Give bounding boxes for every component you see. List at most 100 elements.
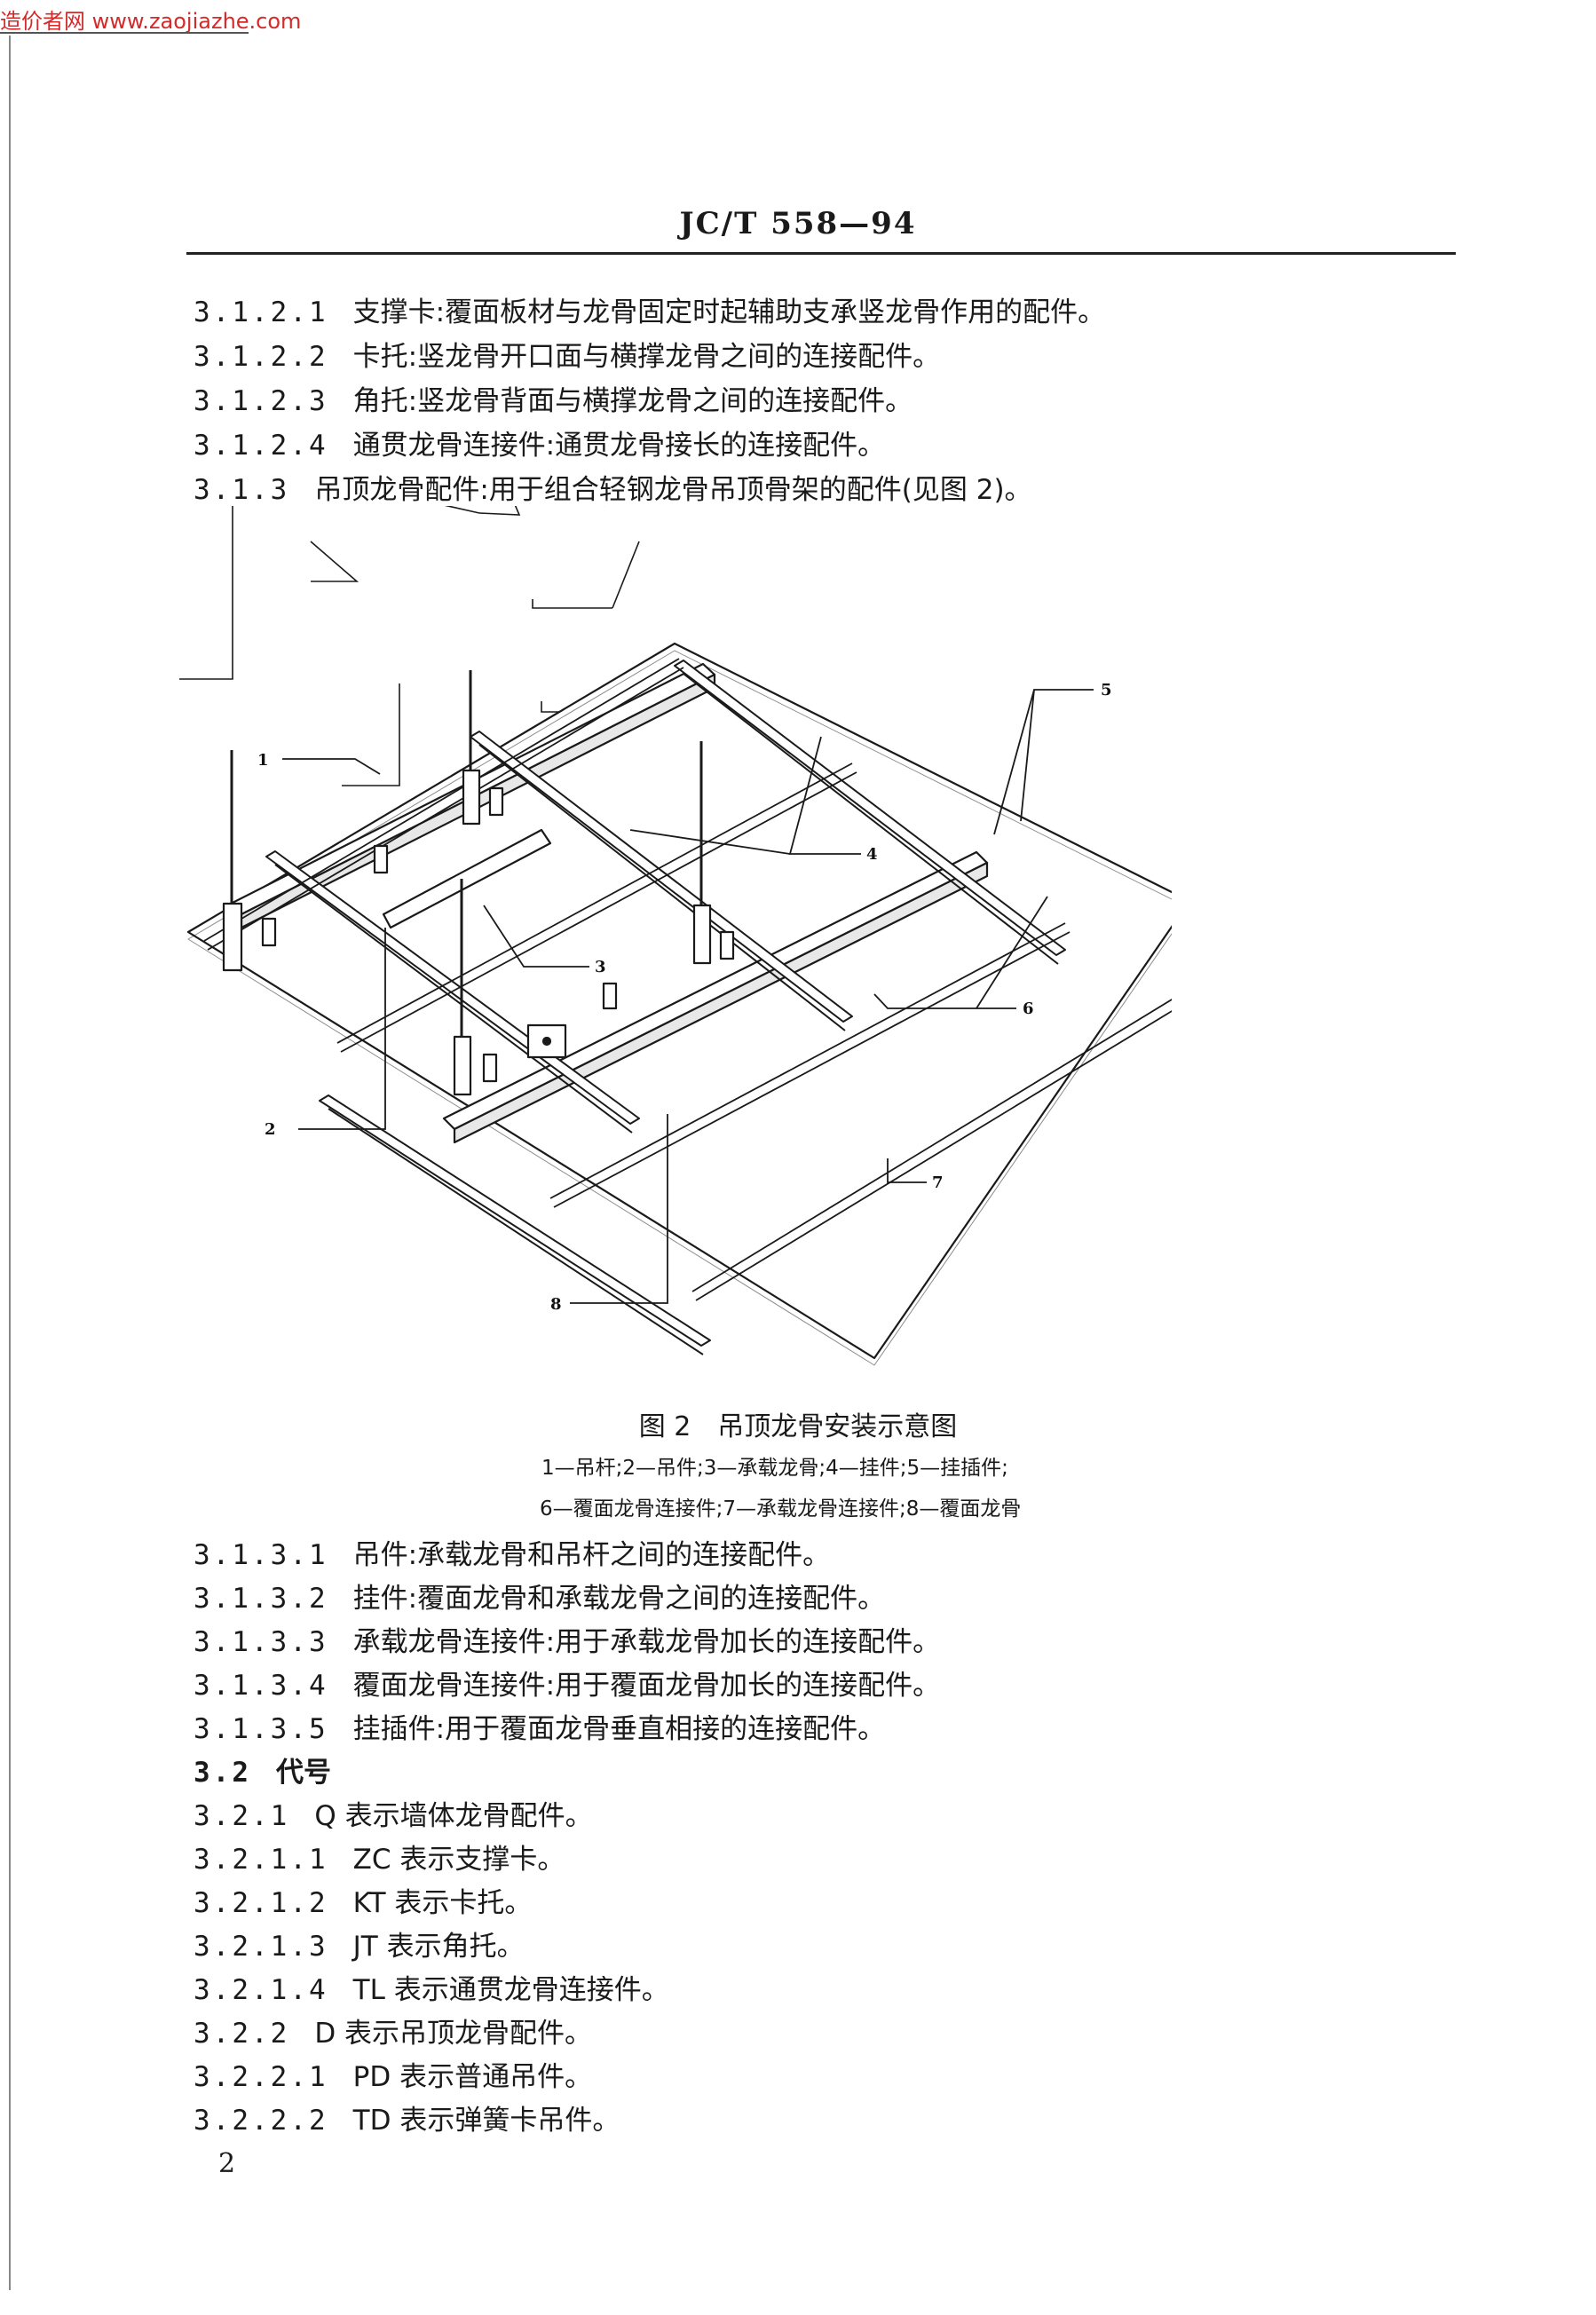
clause-3-2-2-1: 3.2.2.1 PD 表示普通吊件。 (194, 2054, 592, 2094)
clause-3-2-1-2: 3.2.1.2 KT 表示卡托。 (194, 1880, 532, 1920)
clause-text: D 表示吊顶龙骨配件。 (314, 2018, 593, 2050)
figure-legend-line-2: 6—覆面龙骨连接件;7—承载龙骨连接件;8—覆面龙骨 (540, 1497, 1022, 1521)
section-3-2-heading: 3.2 代号 (194, 1750, 331, 1790)
clause-text: 卡托:竖龙骨开口面与横撑龙骨之间的连接配件。 (352, 341, 941, 373)
clause-text: 角托:竖龙骨背面与横撑龙骨之间的连接配件。 (352, 385, 913, 417)
clause-number: 3.2 (194, 1757, 251, 1789)
clause-number: 3.1.2.1 (194, 296, 328, 328)
clause-number: 3.2.1 (194, 1800, 290, 1832)
clause-3-1-2-3: 3.1.2.3 角托:竖龙骨背面与横撑龙骨之间的连接配件。 (194, 378, 913, 418)
clause-number: 3.1.2.3 (194, 385, 328, 417)
label-4: 4 (866, 845, 878, 864)
clause-3-2-2-2: 3.2.2.2 TD 表示弹簧卡吊件。 (194, 2098, 620, 2137)
leader-5b (1020, 689, 1035, 822)
clause-3-2-1: 3.2.1 Q 表示墙体龙骨配件。 (194, 1793, 593, 1833)
clause-text: PD 表示普通吊件。 (352, 2061, 593, 2093)
clause-text: JT 表示角托。 (352, 1931, 525, 1963)
leader-2 (298, 928, 386, 1130)
label-1: 1 (257, 751, 269, 770)
figure-title: 图 2 吊顶龙骨安装示意图 (638, 1411, 958, 1442)
cover-keel (336, 762, 857, 1053)
clause-number: 3.1.2.4 (194, 430, 328, 462)
leader-4b (629, 829, 791, 855)
clause-text: TL 表示通贯龙骨连接件。 (352, 1974, 669, 2006)
hanger-clip (222, 902, 243, 972)
pendant (373, 844, 389, 874)
carrying-keel (382, 828, 552, 929)
clause-number: 3.1.3.1 (194, 1539, 328, 1571)
clause-number: 3.2.2.1 (194, 2061, 328, 2093)
page-number: 2 (218, 2148, 236, 2179)
clause-3-1-2-4: 3.1.2.4 通贯龙骨连接件:通贯龙骨接长的连接配件。 (194, 423, 885, 462)
figure-legend-line-1: 1—吊杆;2—吊件;3—承载龙骨;4—挂件;5—挂插件; (541, 1457, 1008, 1480)
clause-text: 挂件:覆面龙骨和承载龙骨之间的连接配件。 (352, 1583, 886, 1615)
clause-text: KT 表示卡托。 (352, 1887, 533, 1919)
clause-number: 3.2.1.4 (194, 1974, 328, 2006)
hanger-clip (692, 904, 712, 965)
clause-3-1-2-2: 3.1.2.2 卡托:竖龙骨开口面与横撑龙骨之间的连接配件。 (194, 334, 940, 374)
clause-number: 3.2.1.3 (194, 1931, 328, 1963)
hanger-clip (453, 1035, 472, 1096)
clause-number: 3.1.3.4 (194, 1670, 328, 1702)
label-8: 8 (550, 1295, 562, 1314)
clause-number: 3.1.3 (194, 474, 290, 506)
clause-text: ZC 表示支撑卡。 (352, 1844, 565, 1876)
cover-keel (470, 731, 853, 1031)
clause-text: 挂插件:用于覆面龙骨垂直相接的连接配件。 (352, 1713, 886, 1745)
clause-3-1-3-5: 3.1.3.5 挂插件:用于覆面龙骨垂直相接的连接配件。 (194, 1706, 885, 1746)
clause-number: 3.1.3.5 (194, 1713, 328, 1745)
cover-keel (319, 1094, 711, 1355)
clause-text: 承载龙骨连接件:用于承载龙骨加长的连接配件。 (352, 1626, 941, 1658)
clause-text: 吊顶龙骨配件:用于组合轻钢龙骨吊顶骨架的配件(见图 2)。 (314, 474, 1032, 506)
clause-3-2-1-3: 3.2.1.3 JT 表示角托。 (194, 1924, 525, 1963)
clause-3-1-3-2: 3.1.3.2 挂件:覆面龙骨和承载龙骨之间的连接配件。 (194, 1576, 885, 1616)
hanger-clip (462, 769, 481, 826)
cover-keel (674, 660, 1066, 965)
pendant (482, 1053, 498, 1083)
carrying-keel (442, 850, 989, 1144)
leader-6b (976, 896, 1048, 1009)
clause-3-2-1-4: 3.2.1.4 TL 表示通贯龙骨连接件。 (194, 1967, 669, 2007)
label-6: 6 (1023, 999, 1034, 1018)
pendant (488, 786, 504, 817)
label-2: 2 (265, 1120, 276, 1139)
header-rule (186, 252, 1456, 255)
clause-text: 通贯龙骨连接件:通贯龙骨接长的连接配件。 (352, 430, 886, 462)
clause-number: 3.1.3.2 (194, 1583, 328, 1615)
clause-number: 3.2.1.1 (194, 1844, 328, 1876)
clause-text: 支撑卡:覆面板材与龙骨固定时起辅助支承竖龙骨作用的配件。 (352, 296, 1106, 328)
pendant (261, 917, 277, 947)
clause-number: 3.1.2.2 (194, 341, 328, 373)
watermark: 造价者网 www.zaojiazhe.com (0, 9, 302, 34)
leader-7 (887, 1158, 927, 1183)
clause-3-1-2-1: 3.1.2.1 支撑卡:覆面板材与龙骨固定时起辅助支承竖龙骨作用的配件。 (194, 289, 1105, 329)
clause-number: 3.1.3.3 (194, 1626, 328, 1658)
cover-keel (549, 922, 1071, 1208)
leader-8 (570, 1114, 668, 1304)
leader-4 (788, 736, 861, 855)
leader-3 (483, 905, 589, 968)
clause-text: TD 表示弹簧卡吊件。 (352, 2105, 620, 2137)
clause-3-1-3-3: 3.1.3.3 承载龙骨连接件:用于承载龙骨加长的连接配件。 (194, 1619, 940, 1659)
leader-1 (282, 758, 381, 775)
pendant (719, 930, 735, 960)
clause-text: 代号 (276, 1757, 331, 1789)
label-5: 5 (1101, 681, 1112, 699)
clause-3-1-3: 3.1.3 吊顶龙骨配件:用于组合轻钢龙骨吊顶骨架的配件(见图 2)。 (194, 467, 1032, 507)
clause-number: 3.2.1.2 (194, 1887, 328, 1919)
label-7: 7 (932, 1173, 944, 1192)
cover-keel (203, 658, 684, 951)
clause-3-2-1-1: 3.2.1.1 ZC 表示支撑卡。 (194, 1837, 565, 1876)
cover-keel (691, 993, 1186, 1301)
leader-6 (873, 993, 1016, 1009)
clause-text: Q 表示墙体龙骨配件。 (314, 1800, 593, 1832)
clause-number: 3.2.2.2 (194, 2105, 328, 2137)
watermark-underline (0, 32, 249, 34)
pendant (602, 982, 618, 1010)
label-3: 3 (595, 958, 606, 976)
document-header: JC/T 558—94 (679, 206, 917, 241)
